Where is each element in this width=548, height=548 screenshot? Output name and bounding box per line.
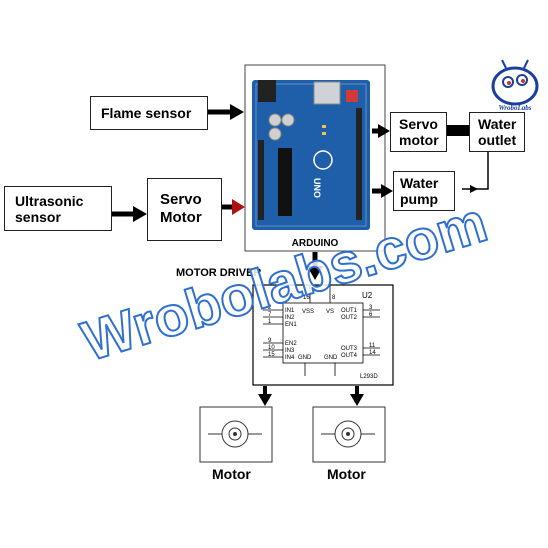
driver-right-pin-number: 3 (369, 305, 373, 311)
motor-driver-title: MOTOR DRIVER (176, 267, 261, 279)
arrow-flame-to-arduino (230, 104, 244, 120)
driver-left-pin-number: 9 (268, 338, 272, 344)
arrow-servo-to-arduino (232, 199, 245, 215)
driver-vss-label: VSS (302, 309, 314, 315)
driver-left-pin-label: IN4 (285, 355, 295, 361)
logo-text: WroboLabs (499, 104, 532, 112)
arrow-arduino-to-driver (307, 266, 323, 280)
driver-left-pin-number: 2 (268, 305, 272, 311)
driver-left-pin-label: IN3 (285, 348, 295, 354)
arrow-driver-to-motor2 (350, 394, 364, 406)
wrobolabs-logo: WroboLabs (491, 59, 539, 112)
motor2-box (312, 406, 386, 463)
water-outlet-block: Water outlet (469, 112, 525, 152)
servo-motor-output-label: Servo motor (399, 116, 439, 148)
driver-right-pin-number: 11 (369, 343, 376, 349)
motor1-box (199, 406, 273, 463)
arrow-arduino-to-servo-out (378, 124, 390, 138)
servo-motor-output-block: Servo motor (390, 112, 447, 152)
driver-gnd-label-2: GND (324, 355, 338, 361)
driver-left-pin-number: 1 (268, 319, 272, 325)
water-pump-block: Water pump (393, 171, 455, 211)
link-servo-to-outlet (447, 125, 469, 136)
driver-top-pin-8: 8 (332, 295, 336, 301)
arduino-uno-label: UNO (312, 178, 322, 198)
servo-motor-input-block: Servo Motor (147, 178, 222, 241)
driver-right-pin-number: 6 (369, 312, 373, 318)
arrow-arduino-to-pump (381, 184, 393, 198)
driver-right-pin-label: OUT4 (341, 353, 358, 359)
driver-left-pin-number: 15 (268, 352, 275, 358)
water-outlet-label: Water outlet (478, 116, 517, 148)
driver-top-pin-16: 16 (303, 295, 310, 301)
driver-left-pin-label: IN2 (285, 315, 295, 321)
driver-right-pin-label: OUT2 (341, 315, 358, 321)
driver-gnd-label-1: GND (298, 355, 312, 361)
arduino-caption: ARDUINO (292, 238, 339, 249)
ultrasonic-sensor-block: Ultrasonic sensor (4, 186, 112, 231)
driver-part-ref: U2 (362, 291, 373, 300)
driver-left-pin-number: 10 (268, 345, 275, 351)
driver-left-pin-label: EN2 (285, 341, 297, 347)
flame-sensor-label: Flame sensor (101, 105, 192, 121)
flame-sensor-block: Flame sensor (90, 96, 208, 130)
driver-left-pin-number: 7 (268, 312, 272, 318)
driver-vs-label: VS (326, 309, 334, 315)
servo-motor-input-label: Servo Motor (160, 191, 202, 226)
driver-right-pin-label: OUT3 (341, 346, 358, 352)
arrow-ultrasonic-to-servo (133, 206, 147, 222)
driver-part-name: L293D (360, 374, 378, 380)
arrow-driver-to-motor1 (258, 394, 272, 406)
water-pump-label: Water pump (400, 175, 439, 207)
driver-left-pin-label: IN1 (285, 308, 295, 314)
motor2-label: Motor (327, 466, 366, 482)
driver-right-pin-label: OUT1 (341, 308, 358, 314)
watermark-text: Wrobolabs.com (75, 190, 494, 373)
ultrasonic-sensor-label: Ultrasonic sensor (15, 193, 84, 225)
driver-right-pin-number: 14 (369, 350, 376, 356)
motor1-label: Motor (212, 466, 251, 482)
driver-left-pin-label: EN1 (285, 322, 297, 328)
arduino-board: UNO (252, 80, 370, 230)
